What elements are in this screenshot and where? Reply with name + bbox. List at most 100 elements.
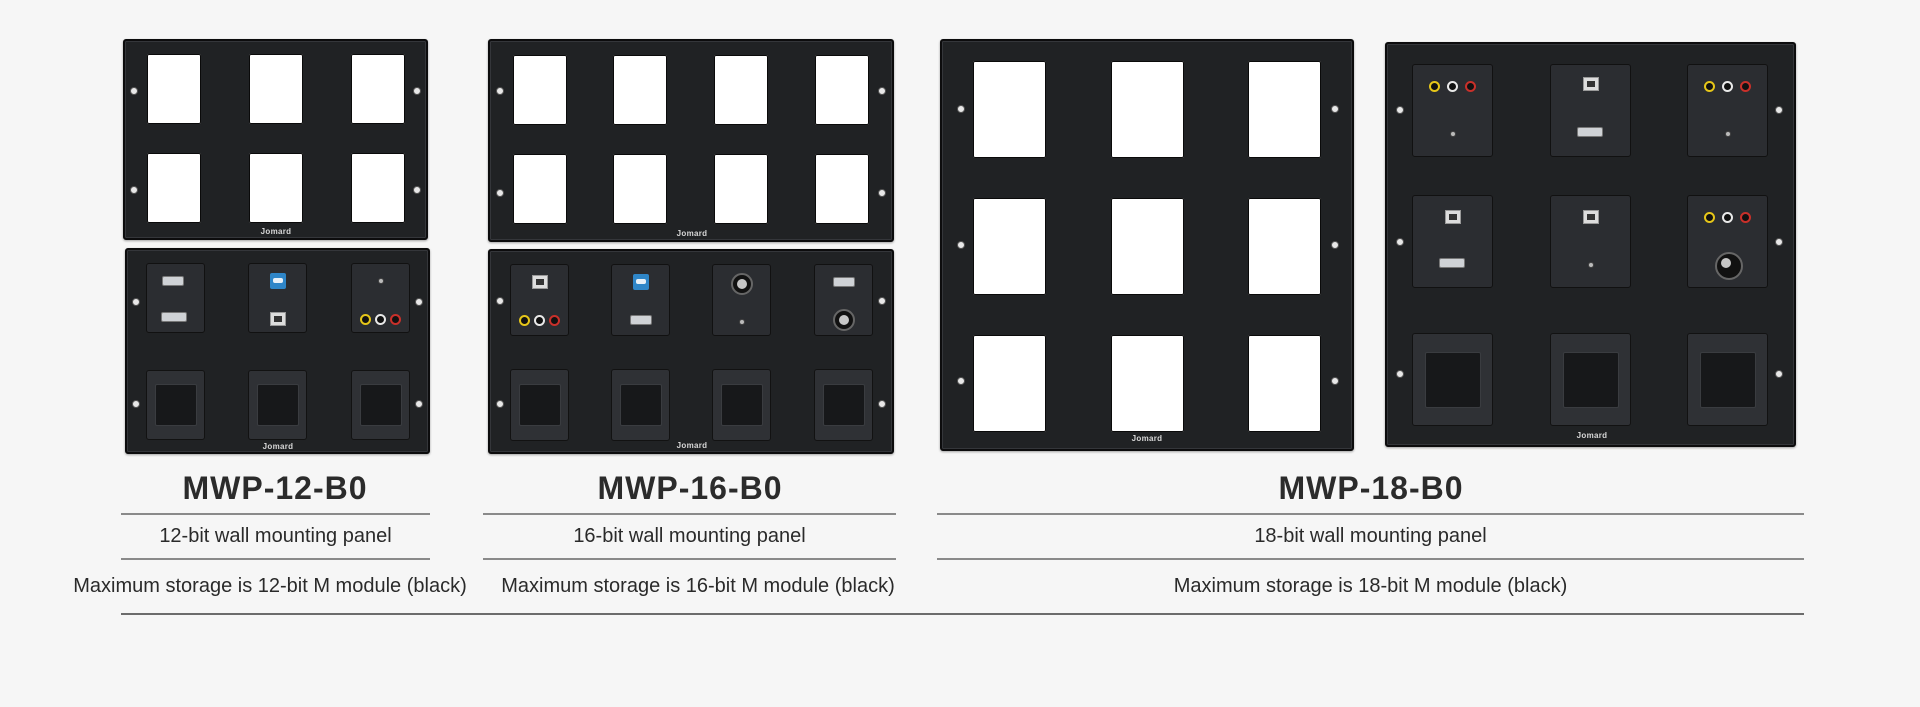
rca-white — [1447, 81, 1458, 92]
screw-hole — [957, 377, 965, 385]
screw-hole — [413, 87, 421, 95]
module-cutout — [1248, 335, 1321, 432]
screw-hole — [1775, 238, 1783, 246]
audio-jack — [378, 278, 384, 284]
dvi-port — [161, 312, 187, 322]
module-cutout — [249, 153, 303, 223]
rca-white — [375, 314, 386, 325]
dvi-port — [1577, 127, 1603, 137]
universal-socket — [256, 384, 299, 426]
module-cutout — [613, 154, 667, 224]
module-cutout — [714, 154, 768, 224]
audio-jack — [1588, 262, 1594, 268]
rj45-port — [532, 275, 548, 289]
mwp-12-empty-panel-image: Jomard — [123, 39, 428, 240]
rca-red — [549, 315, 560, 326]
module-av — [351, 263, 410, 333]
module-cutout — [249, 54, 303, 124]
module-rj45-jack — [1550, 195, 1631, 288]
universal-socket — [1699, 351, 1756, 408]
rca-white — [1722, 212, 1733, 223]
screw-hole — [1331, 241, 1339, 249]
screw-hole — [878, 400, 886, 408]
rj45-port — [1583, 210, 1599, 224]
rj45-port — [1445, 210, 1461, 224]
universal-socket — [822, 384, 865, 426]
screw-hole — [878, 87, 886, 95]
rj45-port — [270, 312, 286, 326]
divider — [483, 558, 896, 560]
screw-hole — [496, 297, 504, 305]
screw-hole — [496, 400, 504, 408]
mwp-16-populated-panel-image: Jomard — [488, 249, 894, 454]
rca-yellow — [360, 314, 371, 325]
fiber-port — [270, 273, 286, 289]
rca-red — [390, 314, 401, 325]
module-av-jack — [1687, 64, 1768, 157]
rca-red — [1740, 81, 1751, 92]
screw-hole — [130, 186, 138, 194]
rca-yellow — [1704, 212, 1715, 223]
module-cutout — [147, 153, 201, 223]
screw-hole — [132, 400, 140, 408]
module-cutout — [147, 54, 201, 124]
rca-yellow — [1429, 81, 1440, 92]
power-socket-module — [510, 369, 569, 441]
module-fiber-rj45 — [248, 263, 307, 333]
universal-socket — [720, 384, 763, 426]
divider — [121, 558, 430, 560]
brand-logo: Jomard — [1131, 434, 1163, 443]
universal-socket — [359, 384, 402, 426]
module-cutout — [513, 154, 567, 224]
dvi-port — [1439, 258, 1465, 268]
module-cutout — [714, 55, 768, 125]
rca-red — [1465, 81, 1476, 92]
product-name-mwp-16: 16-bit wall mounting panel — [573, 525, 806, 547]
brand-logo: Jomard — [1576, 431, 1608, 440]
screw-hole — [132, 298, 140, 306]
model-title-mwp-16: MWP-16-B0 — [597, 470, 783, 506]
module-xlr-jack — [712, 264, 771, 336]
power-socket-module — [146, 370, 205, 440]
product-name-mwp-18: 18-bit wall mounting panel — [1254, 525, 1487, 547]
screw-hole — [1331, 105, 1339, 113]
screw-hole — [1775, 106, 1783, 114]
audio-jack — [1725, 131, 1731, 137]
module-cutout — [351, 153, 405, 223]
divider — [121, 513, 430, 515]
module-cutout — [1111, 61, 1184, 158]
capacity-mwp-18: Maximum storage is 18-bit M module (blac… — [1173, 575, 1568, 597]
screw-hole — [130, 87, 138, 95]
universal-socket — [1424, 351, 1481, 408]
module-av-xlr — [1687, 195, 1768, 288]
module-cutout — [815, 55, 869, 125]
xlr-port — [731, 273, 753, 295]
screw-hole — [957, 241, 965, 249]
xlr-port — [1715, 252, 1743, 280]
screw-hole — [1331, 377, 1339, 385]
mwp-18-populated-panel-image: Jomard — [1385, 42, 1796, 447]
universal-socket — [518, 384, 561, 426]
module-cutout — [351, 54, 405, 124]
brand-logo: Jomard — [676, 441, 708, 450]
screw-hole — [957, 105, 965, 113]
screw-hole — [413, 186, 421, 194]
audio-jack — [1450, 131, 1456, 137]
power-socket-module — [712, 369, 771, 441]
module-cutout — [1248, 61, 1321, 158]
screw-hole — [496, 87, 504, 95]
power-socket-module — [1687, 333, 1768, 426]
vga-port — [630, 315, 652, 325]
module-rj45-dvi — [1412, 195, 1493, 288]
model-title-mwp-18: MWP-18-B0 — [1278, 470, 1464, 506]
universal-socket — [1562, 351, 1619, 408]
universal-socket — [154, 384, 197, 426]
power-socket-module — [1550, 333, 1631, 426]
module-rj45-dvi — [1550, 64, 1631, 157]
mwp-12-populated-panel-image: Jomard — [125, 248, 430, 454]
fiber-port — [633, 274, 649, 290]
screw-hole — [1396, 370, 1404, 378]
screw-hole — [496, 189, 504, 197]
module-rj45-av — [510, 264, 569, 336]
rca-yellow — [519, 315, 530, 326]
